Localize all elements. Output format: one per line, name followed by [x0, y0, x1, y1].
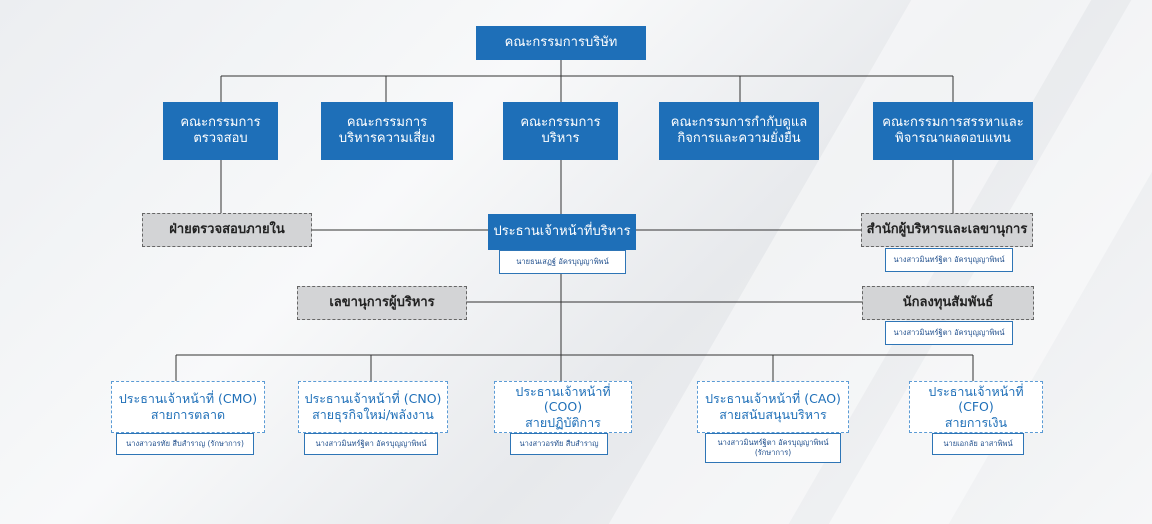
cmo-box: ประธานเจ้าหน้าที่ (CMO) สายการตลาด — [111, 381, 265, 433]
officer-title: ประธานเจ้าหน้าที่ (CNO) — [304, 391, 442, 407]
investor-relations: นักลงทุนสัมพันธ์ — [862, 286, 1034, 320]
cno-box: ประธานเจ้าหน้าที่ (CNO) สายธุรกิจใหม่/พล… — [298, 381, 448, 433]
coo-name: นางสาวอรทัย สืบสำราญ — [510, 433, 608, 455]
cao-name-line2: (รักษาการ) — [754, 448, 792, 457]
officer-title: ประธานเจ้าหน้าที่ (COO) — [515, 383, 611, 415]
executive-secretary: เลขานุการผู้บริหาร — [297, 286, 467, 320]
audit-committee: คณะกรรมการ ตรวจสอบ — [163, 102, 278, 160]
officer-division: สายสนับสนุนบริหาร — [719, 407, 827, 422]
cmo-name: นางสาวอรทัย สืบสำราญ (รักษาการ) — [116, 433, 254, 455]
corporate-office: สำนักผู้บริหารและเลขานุการ — [861, 213, 1033, 247]
committee-line2: ตรวจสอบ — [193, 131, 248, 146]
committee-line1: คณะกรรมการ — [346, 114, 428, 130]
committee-line1: คณะกรรมการ — [180, 114, 261, 130]
officer-title: ประธานเจ้าหน้าที่ (CFO) — [928, 383, 1024, 415]
ceo-box: ประธานเจ้าหน้าที่บริหาร — [488, 214, 636, 250]
governance-committee: คณะกรรมการกำกับดูแล กิจการและความยั่งยืน — [659, 102, 819, 160]
cao-name-line1: นางสาวมินทร์ฐิตา อัครบุญญาพิพน์ — [717, 438, 829, 448]
cao-name: นางสาวมินทร์ฐิตา อัครบุญญาพิพน์ (รักษากา… — [705, 433, 841, 463]
investor-relations-name: นางสาวมินทร์ฐิตา อัครบุญญาพิพน์ — [885, 321, 1013, 345]
cfo-name: นายเอกลัย อาสาพิพน์ — [932, 433, 1024, 455]
committee-line2: บริหาร — [541, 131, 580, 146]
officer-title: ประธานเจ้าหน้าที่ (CAO) — [705, 391, 841, 407]
committee-line1: คณะกรรมการ — [520, 114, 601, 130]
risk-committee: คณะกรรมการ บริหารความเสี่ยง — [321, 102, 453, 160]
corporate-office-name: นางสาวมินทร์ฐิตา อัครบุญญาพิพน์ — [885, 248, 1013, 272]
nomination-committee: คณะกรรมการสรรหาและ พิจารณาผลตอบแทน — [873, 102, 1033, 160]
committee-line1: คณะกรรมการสรรหาและ — [882, 114, 1024, 130]
officer-title: ประธานเจ้าหน้าที่ (CMO) — [118, 391, 258, 407]
cfo-box: ประธานเจ้าหน้าที่ (CFO) สายการเงิน — [909, 381, 1043, 433]
officer-division: สายการเงิน — [944, 414, 1008, 430]
cno-name: นางสาวมินทร์ฐิตา อัครบุญญาพิพน์ — [304, 433, 438, 455]
internal-audit: ฝ่ายตรวจสอบภายใน — [142, 213, 312, 247]
committee-line1: คณะกรรมการกำกับดูแล — [670, 114, 808, 130]
officer-division: สายปฏิบัติการ — [525, 414, 601, 430]
committee-line2: กิจการและความยั่งยืน — [677, 131, 801, 146]
coo-box: ประธานเจ้าหน้าที่ (COO) สายปฏิบัติการ — [494, 381, 632, 433]
executive-committee: คณะกรรมการ บริหาร — [503, 102, 618, 160]
committee-line2: บริหารความเสี่ยง — [338, 131, 436, 146]
officer-division: สายธุรกิจใหม่/พลังงาน — [312, 407, 434, 422]
committee-line2: พิจารณาผลตอบแทน — [895, 131, 1011, 146]
ceo-name: นายธนเสฏฐ์ อัครบุญญาพิพน์ — [499, 250, 626, 274]
board-of-directors: คณะกรรมการบริษัท — [476, 26, 646, 60]
cao-box: ประธานเจ้าหน้าที่ (CAO) สายสนับสนุนบริหา… — [697, 381, 849, 433]
officer-division: สายการตลาด — [150, 407, 226, 422]
